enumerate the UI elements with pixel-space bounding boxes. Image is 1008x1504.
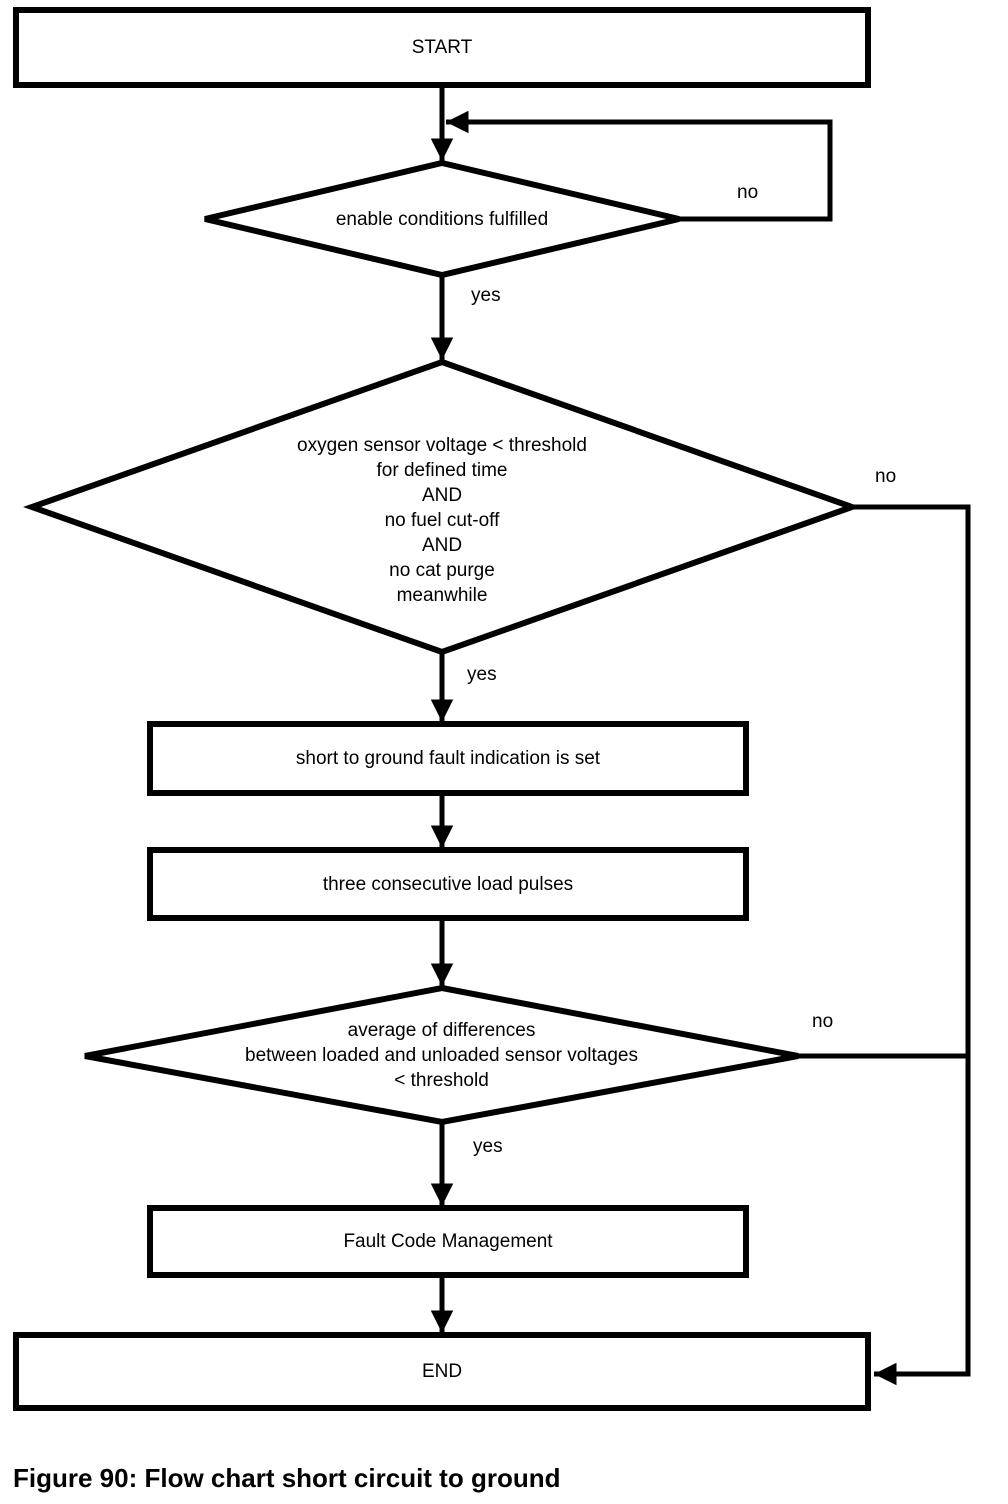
decision-average-label: average of differences between loaded an… bbox=[245, 1019, 638, 1091]
edge-label-enable-no: no bbox=[737, 182, 759, 203]
start-label: START bbox=[411, 37, 473, 58]
end-node-shape bbox=[13, 1332, 871, 1411]
decision-average-shape bbox=[84, 984, 799, 1126]
edge-enable-no-loop bbox=[446, 110, 833, 222]
figure-caption: Figure 90: Flow chart short circuit to g… bbox=[13, 1463, 561, 1493]
process-fault-code-label: Fault Code Management bbox=[343, 1231, 553, 1252]
edge-label-sensor-yes: yes bbox=[467, 664, 497, 685]
end-label: END bbox=[421, 1361, 463, 1382]
edge-label-average-yes: yes bbox=[473, 1136, 503, 1157]
decision-sensor-shape bbox=[23, 358, 861, 656]
edge-label-average-no: no bbox=[812, 1011, 834, 1032]
process-fault-set-shape bbox=[147, 721, 749, 796]
decision-enable-label: enable conditions fulfilled bbox=[335, 208, 549, 230]
process-fault-set-label: short to ground fault indication is set bbox=[295, 748, 601, 769]
edge-sensor-no-to-end bbox=[852, 504, 971, 1386]
edge-label-enable-yes: yes bbox=[471, 285, 501, 306]
decision-enable-shape bbox=[204, 159, 680, 279]
process-fault-code-shape bbox=[147, 1205, 749, 1278]
process-pulses-label: three consecutive load pulses bbox=[322, 873, 574, 895]
decision-sensor-label: oxygen sensor voltage < threshold for de… bbox=[297, 434, 587, 606]
start-node-shape bbox=[13, 7, 871, 88]
edge-label-sensor-no: no bbox=[875, 466, 897, 487]
process-pulses-shape bbox=[147, 847, 749, 921]
